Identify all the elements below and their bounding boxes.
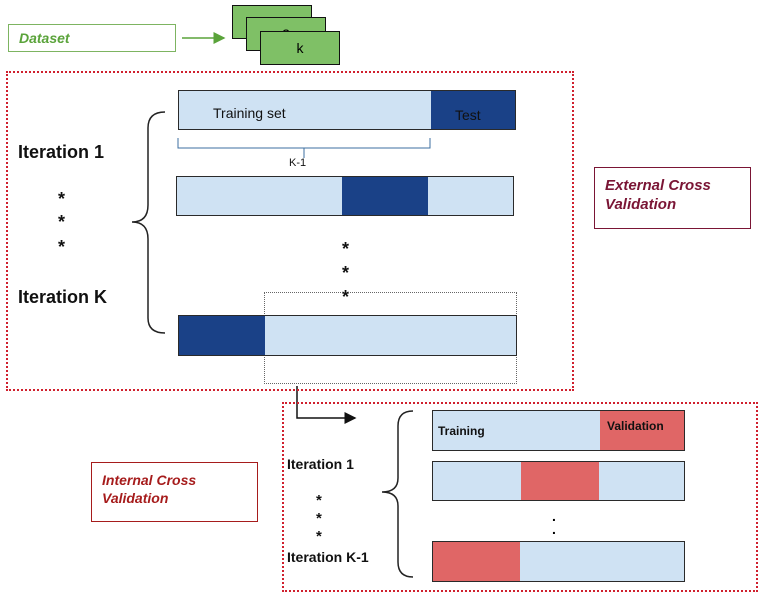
validation-segment: [600, 411, 684, 450]
internal-left-star-1: *: [316, 492, 322, 509]
external-cv-region: [6, 71, 574, 391]
external-cv-label: External Cross Validation: [605, 177, 711, 213]
internal-center-dot-1: .: [552, 508, 556, 524]
internal-bar-iteration-2: [432, 461, 685, 501]
internal-iteration-1: Iteration 1: [287, 456, 354, 472]
internal-cv-label-box: Internal Cross Validation: [91, 462, 258, 522]
internal-center-dot-2: .: [552, 521, 556, 537]
training-set-label: Training set: [213, 105, 286, 121]
external-left-star-1: *: [58, 189, 66, 209]
external-bar-iteration-1: Training set Test: [178, 90, 516, 130]
external-bar-iteration-k: [178, 315, 517, 356]
internal-left-star-3: *: [316, 528, 322, 545]
dataset-label: Dataset: [8, 24, 176, 52]
external-iteration-1: Iteration 1: [18, 142, 105, 162]
external-center-star-1: *: [342, 239, 350, 259]
internal-cv-label: Internal Cross Validation: [102, 472, 197, 506]
internal-left-star-2: *: [316, 510, 322, 527]
external-center-star-2: *: [342, 263, 350, 283]
external-cv-label-box: External Cross Validation: [594, 167, 751, 229]
test-segment: [431, 91, 515, 129]
external-bar-iteration-2: [176, 176, 514, 216]
internal-cv-region: [282, 402, 758, 592]
external-iteration-k: Iteration K: [18, 287, 108, 307]
validation-segment: [433, 542, 520, 581]
external-left-star-2: *: [58, 212, 66, 232]
internal-validation-label: Validation: [607, 419, 664, 433]
external-left-star-3: *: [58, 237, 66, 257]
internal-bar-iteration-k-1: [432, 541, 685, 582]
external-center-star-3: *: [342, 287, 350, 307]
k-1-label: K-1: [289, 157, 307, 169]
internal-bar-iteration-1: Training Validation: [432, 410, 685, 451]
internal-training-label: Training: [438, 424, 485, 438]
test-label: Test: [455, 107, 481, 123]
internal-iteration-k-1: Iteration K-1: [287, 549, 369, 565]
test-segment: [179, 316, 265, 355]
validation-segment: [521, 462, 599, 500]
test-segment: [342, 177, 428, 215]
dataset-card-k: k: [260, 31, 340, 65]
